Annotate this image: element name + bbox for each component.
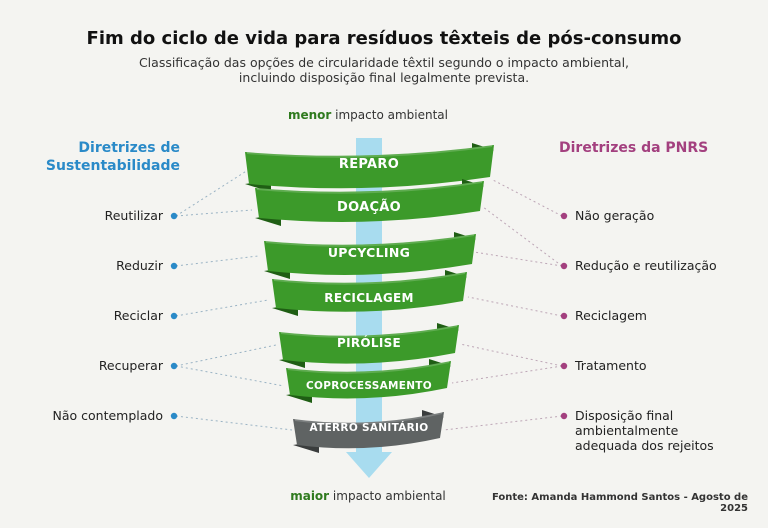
band-ribbon	[255, 181, 484, 222]
left-connector-4-1	[175, 344, 277, 367]
band-highlight	[246, 145, 493, 158]
band-ribbon	[272, 272, 467, 312]
right-dot-5	[560, 412, 568, 420]
right-dot-3	[560, 312, 568, 320]
page-subtitle: Classificação das opções de circularidad…	[138, 55, 630, 85]
band-coprocessamento	[286, 359, 451, 403]
right-dot-2	[560, 262, 568, 270]
impact-top-label: menor impacto ambiental	[218, 108, 518, 122]
right-dot-4	[560, 362, 568, 370]
right-column-title: Diretrizes da PNRS	[559, 140, 709, 156]
band-doacao	[255, 179, 484, 226]
band-label-doacao: DOAÇÃO	[336, 199, 401, 215]
band-ribbon	[293, 412, 444, 449]
right-item-disposicao-final: Disposição final ambientalmente adequada…	[575, 408, 714, 453]
band-label-reciclagem: RECICLAGEM	[324, 291, 414, 306]
left-item-reduzir: Reduzir	[116, 258, 163, 273]
band-label-pirolise: PIRÓLISE	[336, 335, 402, 350]
band-reciclagem	[272, 270, 467, 316]
left-item-reciclar: Reciclar	[113, 308, 163, 323]
page-title: Fim do ciclo de vida para resíduos têxte…	[86, 28, 682, 49]
impact-top-strong: menor	[287, 108, 332, 122]
right-connector-4-1	[459, 343, 563, 367]
band-aterro-sanitario	[293, 410, 444, 453]
right-dot-1	[560, 212, 568, 220]
left-connector-3-1	[175, 299, 269, 317]
right-item-nao-geracao: Não geração	[575, 208, 655, 223]
left-column-title: Diretrizes de Sustentabilidade	[45, 140, 180, 174]
left-connector-2-1	[175, 255, 259, 267]
right-item-reducao-reutilizacao: Redução e reutilização	[575, 258, 717, 273]
band-highlight	[280, 325, 458, 338]
impact-bottom-strong: maior	[290, 489, 330, 503]
band-label-aterro-sanitario: ATERRO SANITÁRIO	[309, 422, 429, 435]
band-pirolise	[279, 323, 459, 368]
right-item-tratamento: Tratamento	[575, 358, 647, 373]
left-connector-4-2	[175, 365, 285, 387]
impact-bottom-label: maior impacto ambiental	[218, 489, 518, 503]
left-connector-1-2	[175, 209, 253, 217]
band-upcycling	[264, 232, 476, 279]
right-connector-2-2	[473, 251, 563, 267]
band-label-upcycling: UPCYCLING	[327, 245, 411, 261]
connector-dots	[170, 212, 568, 420]
left-dot-5	[170, 412, 178, 420]
connector-lines	[175, 169, 563, 431]
impact-top-rest: impacto ambiental	[331, 108, 448, 122]
band-highlight	[287, 361, 450, 374]
left-dot-4	[170, 362, 178, 370]
left-dot-3	[170, 312, 178, 320]
band-highlight	[294, 412, 443, 425]
right-item-reciclagem: Reciclagem	[575, 308, 647, 323]
funnel-bands	[245, 143, 494, 453]
left-item-recuperar: Recuperar	[98, 358, 163, 373]
band-label-coprocessamento: COPROCESSAMENTO	[306, 379, 432, 392]
band-reparo	[245, 143, 494, 192]
source-credit: Fonte: Amanda Hammond Santos - Agosto de…	[491, 492, 748, 514]
impact-bottom-rest: impacto ambiental	[329, 489, 446, 503]
band-ribbon	[286, 361, 451, 399]
band-ribbon	[245, 145, 494, 189]
right-connector-2-1	[482, 206, 563, 267]
left-item-reutilizar: Reutilizar	[104, 208, 163, 223]
left-connector-1-1	[175, 169, 249, 217]
right-connector-3-1	[467, 296, 563, 317]
left-dot-2	[170, 262, 178, 270]
band-ribbon	[279, 325, 459, 364]
band-highlight	[265, 234, 475, 247]
band-highlight	[273, 272, 466, 285]
band-label-reparo: REPARO	[338, 156, 400, 172]
band-highlight	[256, 181, 483, 194]
right-connector-4-2	[451, 365, 563, 384]
left-dot-1	[170, 212, 178, 220]
band-ribbon	[264, 234, 476, 275]
left-item-nao-contemplado: Não contemplado	[52, 408, 164, 423]
right-connector-1-1	[492, 179, 563, 217]
